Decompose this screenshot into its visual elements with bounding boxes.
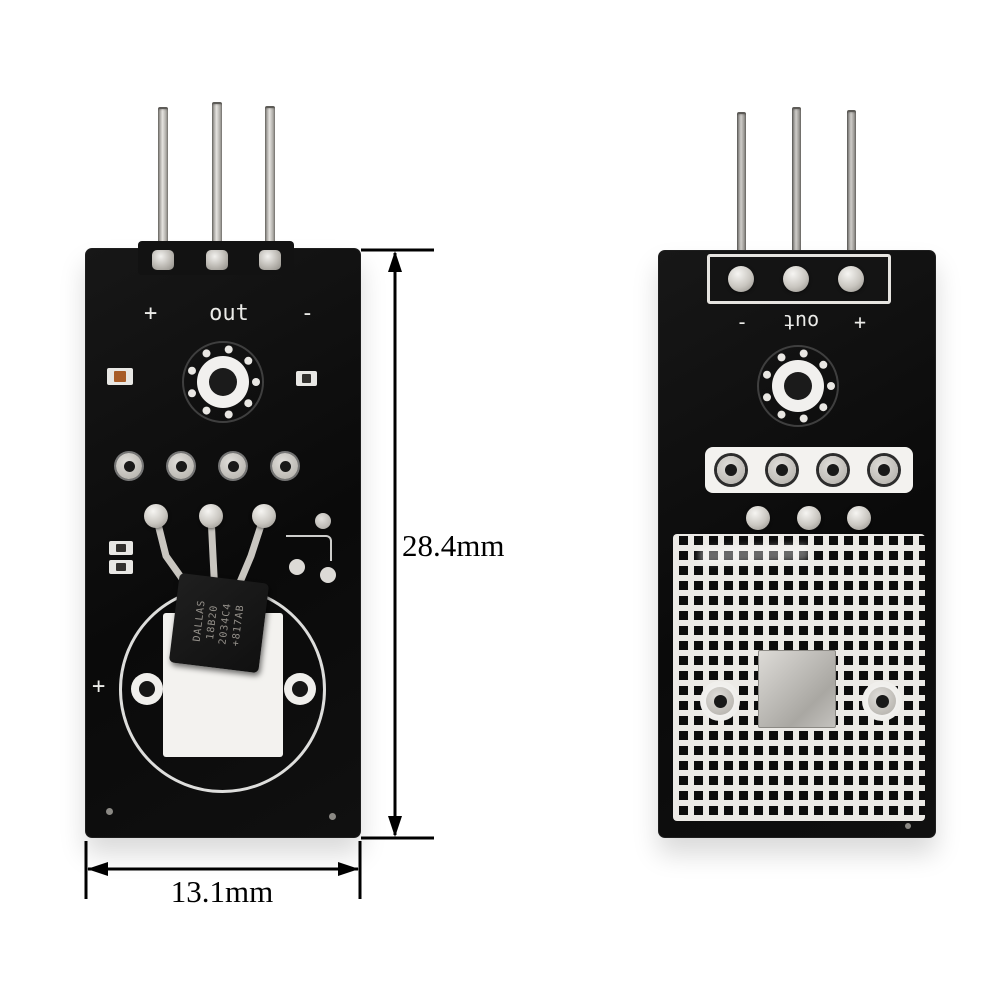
front-polarity-plus: + xyxy=(144,300,158,326)
front-side-hole-left xyxy=(131,673,163,705)
back-polarity-plus: + xyxy=(853,310,866,334)
solder-pad-small xyxy=(315,513,331,529)
front-polarity-row: + out - xyxy=(144,299,314,327)
back-solder-joint xyxy=(746,506,770,530)
back-side-hole-right xyxy=(862,681,902,721)
header-solder-blob xyxy=(838,266,864,292)
back-side-hole-ring xyxy=(868,687,896,715)
smd-resistor-left xyxy=(107,368,133,385)
height-arrow xyxy=(361,248,434,840)
front-mounting-hole xyxy=(173,332,273,432)
back-solder-joint xyxy=(847,506,871,530)
mounting-hole-icon xyxy=(757,345,839,427)
back-side-hole-left xyxy=(700,681,740,721)
front-polarity-minus: - xyxy=(300,300,314,326)
back-polarity-minus: - xyxy=(736,310,749,334)
back-side-hole-ring xyxy=(706,687,734,715)
back-pin-right xyxy=(847,110,856,255)
silkscreen-bracket xyxy=(286,535,332,561)
front-pin-left xyxy=(158,107,168,247)
ds18b20-chip: DALLAS 18B20 2034C4 +817AB xyxy=(168,572,270,674)
front-side-hole-right xyxy=(284,673,316,705)
back-pcb: - out + xyxy=(658,250,936,838)
front-plus-mark: + xyxy=(92,674,106,699)
width-arrow xyxy=(84,841,362,899)
width-dimension xyxy=(75,835,375,910)
smd-part-left-lower xyxy=(109,560,133,574)
back-breakout-hole xyxy=(717,456,745,484)
front-pcb: + out - xyxy=(85,248,361,838)
solder-pad-small xyxy=(289,559,305,575)
header-solder-nub xyxy=(259,250,281,270)
chip-marking: DALLAS 18B20 2034C4 +817AB xyxy=(191,599,248,647)
solder-joint xyxy=(199,504,223,528)
solder-joint xyxy=(252,504,276,528)
breakout-hole xyxy=(272,453,298,479)
height-label: 28.4mm xyxy=(402,528,505,563)
smd-resistor-right xyxy=(296,371,317,386)
header-solder-blob xyxy=(728,266,754,292)
back-breakout-hole xyxy=(819,456,847,484)
fiducial-dot xyxy=(106,808,113,815)
solder-pad-small xyxy=(320,567,336,583)
height-dimension xyxy=(355,240,500,855)
back-breakout-hole xyxy=(768,456,796,484)
smd-part-left-upper xyxy=(109,541,133,555)
header-solder-nub xyxy=(152,250,174,270)
solder-joint xyxy=(144,504,168,528)
front-pin-right xyxy=(265,106,275,247)
width-label: 13.1mm xyxy=(170,874,274,909)
back-polarity-out: out xyxy=(782,310,820,334)
breakout-hole xyxy=(116,453,142,479)
back-pin-middle xyxy=(792,107,801,255)
header-solder-blob xyxy=(783,266,809,292)
breakout-hole xyxy=(220,453,246,479)
back-solder-joint xyxy=(797,506,821,530)
thermal-pad xyxy=(758,650,836,728)
back-header-pads xyxy=(707,254,891,304)
front-pin-middle xyxy=(212,102,222,247)
mounting-hole-icon xyxy=(182,341,264,423)
back-pin-left xyxy=(737,112,746,255)
header-solder-nub xyxy=(206,250,228,270)
back-polarity-row: - out + xyxy=(736,309,866,335)
fiducial-dot xyxy=(329,813,336,820)
fiducial-dot xyxy=(905,823,911,829)
back-mounting-hole xyxy=(748,336,848,436)
breakout-hole xyxy=(168,453,194,479)
back-breakout-hole xyxy=(870,456,898,484)
front-polarity-out: out xyxy=(209,300,249,326)
